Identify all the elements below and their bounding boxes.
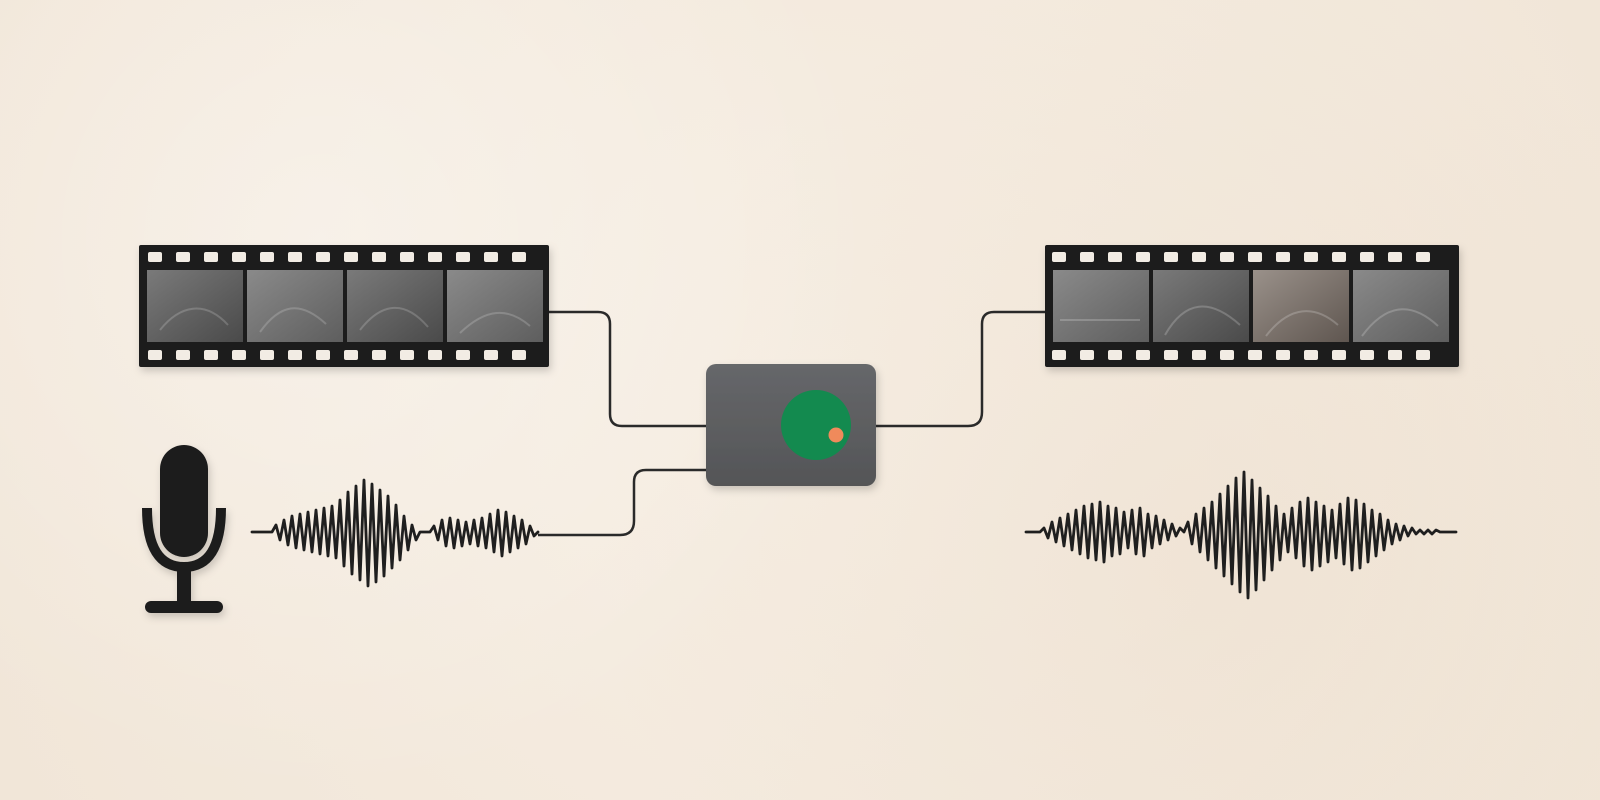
- connector-film-input: [538, 310, 706, 428]
- input-frame-3: [347, 270, 443, 342]
- connector-output: [876, 310, 1047, 428]
- input-frame-1: [147, 270, 243, 342]
- input-frame-4: [447, 270, 543, 342]
- microphone-icon: [142, 445, 226, 613]
- input-frame-2: [247, 270, 343, 342]
- output-audio-waveform: [1024, 470, 1458, 600]
- output-frame-3: [1253, 270, 1349, 342]
- rotary-knob-icon: [781, 390, 851, 460]
- output-frame-4: [1353, 270, 1449, 342]
- input-film-strip: [139, 245, 549, 367]
- output-frame-1: [1053, 270, 1149, 342]
- input-audio-waveform: [250, 478, 540, 588]
- output-film-strip: [1045, 245, 1459, 367]
- connector-audio-input: [538, 468, 706, 537]
- output-frame-2: [1153, 270, 1249, 342]
